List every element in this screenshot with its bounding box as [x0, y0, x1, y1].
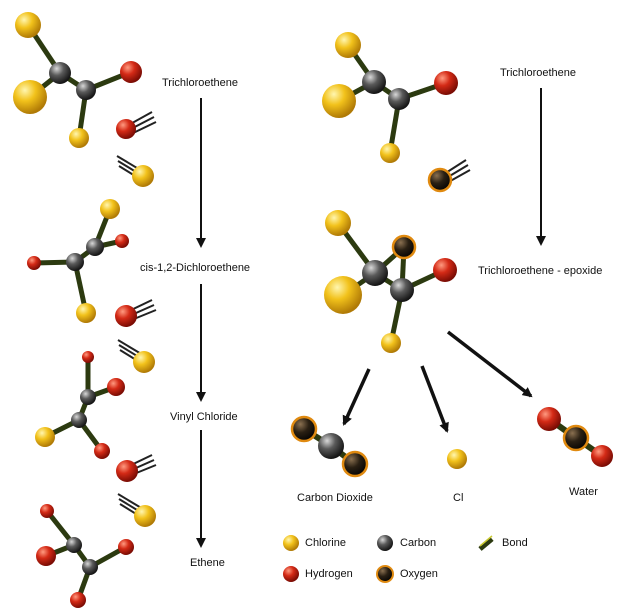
hydrogen-atom: [107, 378, 125, 396]
carbon-atom: [66, 537, 82, 553]
legend-carbon-swatch: [377, 535, 393, 551]
carbon-atom: [49, 62, 71, 84]
oxygen-atom: [427, 167, 453, 193]
incoming-oxygen: [427, 159, 471, 193]
legend-hydrogen-label: Hydrogen: [305, 568, 353, 580]
label-epoxide: Trichloroethene - epoxide: [478, 265, 603, 277]
hydrogen-atom: [433, 258, 457, 282]
legend-chlorine-swatch: [283, 535, 299, 551]
carbon-atom: [66, 253, 84, 271]
carbon-atom: [76, 80, 96, 100]
chlorine-atom: [134, 505, 156, 527]
hydrogen-atom: [36, 546, 56, 566]
legend: [283, 535, 494, 583]
legend-bond-swatch: [478, 537, 494, 551]
chlorine-atom: [100, 199, 120, 219]
molecule-epoxide: [324, 210, 457, 353]
legend-oxygen-label: Oxygen: [400, 568, 438, 580]
hydrogen-atom: [434, 71, 458, 95]
molecule-carbon-dioxide: [290, 415, 369, 478]
arrow-to-carbon-dioxide: [342, 368, 371, 426]
label-carbon-dioxide: Carbon Dioxide: [297, 492, 373, 504]
incoming-atoms-1: [116, 111, 157, 187]
hydrogen-atom: [116, 460, 138, 482]
hydrogen-atom: [116, 119, 136, 139]
chlorine-atom: [380, 143, 400, 163]
molecule-water: [537, 407, 613, 467]
oxygen-atom: [341, 450, 369, 478]
legend-oxygen-swatch: [376, 565, 394, 583]
arrow-to-cl: [420, 365, 449, 433]
hydrogen-atom: [115, 305, 137, 327]
carbon-atom: [362, 70, 386, 94]
legend-chlorine-label: Chlorine: [305, 537, 346, 549]
oxygen-atom: [562, 424, 590, 452]
branch-arrows: [342, 330, 533, 433]
carbon-atom: [80, 389, 96, 405]
label-water: Water: [569, 486, 598, 498]
hydrogen-atom: [118, 539, 134, 555]
chlorine-atom: [381, 333, 401, 353]
carbon-atom: [388, 88, 410, 110]
legend-carbon-label: Carbon: [400, 537, 437, 549]
carbon-atom: [86, 238, 104, 256]
chlorine-atom: [76, 303, 96, 323]
hydrogen-atom: [27, 256, 41, 270]
legend-bond-label: Bond: [502, 537, 528, 549]
hydrogen-atom: [120, 61, 142, 83]
label-cl: Cl: [453, 492, 464, 504]
label-ethene: Ethene: [190, 557, 225, 569]
molecule-trichloroethene-right: [322, 32, 458, 163]
arrow-to-water: [446, 330, 533, 398]
chlorine-atom: [69, 128, 89, 148]
carbon-atom: [71, 412, 87, 428]
hydrogen-atom: [591, 445, 613, 467]
chlorine-atom: [322, 84, 356, 118]
hydrogen-atom: [115, 234, 129, 248]
molecule-trichloroethene-left: [13, 12, 142, 148]
oxygen-atom: [290, 415, 318, 443]
label-right-trichloroethene: Trichloroethene: [500, 67, 577, 79]
chlorine-atom: [324, 276, 362, 314]
carbon-atom: [390, 278, 414, 302]
incoming-atoms-3: [116, 454, 157, 527]
molecule-ethene: [36, 504, 134, 608]
chlorine-atom: [35, 427, 55, 447]
molecule-vinyl-chloride: [35, 351, 125, 459]
chlorine-atom: [133, 351, 155, 373]
chlorine-atom: [132, 165, 154, 187]
chlorine-atom: [325, 210, 351, 236]
chloride-atom: [447, 449, 467, 469]
incoming-atoms-2: [115, 299, 157, 373]
hydrogen-atom: [82, 351, 94, 363]
chlorine-atom: [13, 80, 47, 114]
carbon-atom: [82, 559, 98, 575]
chlorine-atom: [15, 12, 41, 38]
carbon-atom: [362, 260, 388, 286]
legend-hydrogen-swatch: [283, 566, 299, 582]
hydrogen-atom: [94, 443, 110, 459]
hydrogen-atom: [40, 504, 54, 518]
hydrogen-atom: [70, 592, 86, 608]
label-left-trichloroethene: Trichloroethene: [162, 77, 239, 89]
label-dichloroethene: cis-1,2-Dichloroethene: [140, 262, 251, 274]
carbon-atom: [318, 433, 344, 459]
molecule-dichloroethene: [27, 199, 129, 323]
oxygen-atom: [391, 234, 417, 260]
hydrogen-atom: [537, 407, 561, 431]
label-vinyl-chloride: Vinyl Chloride: [170, 411, 238, 423]
chlorine-atom: [335, 32, 361, 58]
